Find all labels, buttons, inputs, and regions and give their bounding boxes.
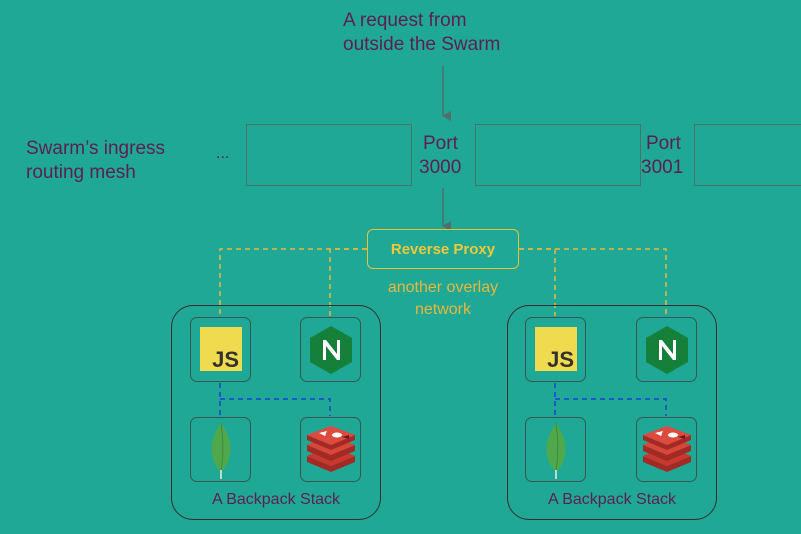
overlay-network-note: another overlay network <box>360 277 526 321</box>
ingress-slot-1 <box>246 124 412 186</box>
stack-2-label: A Backpack Stack <box>547 491 677 508</box>
reverse-proxy-box: Reverse Proxy <box>367 229 519 269</box>
ingress-label-line2: routing mesh <box>26 162 136 183</box>
redis-tile <box>636 417 697 482</box>
redis-icon <box>307 426 355 472</box>
nodejs-tile: JS <box>525 317 586 382</box>
port-3001-number: 3001 <box>641 157 684 178</box>
nginx-tile <box>636 317 697 382</box>
mongodb-icon <box>546 422 566 479</box>
redis-icon <box>643 426 691 472</box>
request-note-line2: outside the Swarm <box>343 34 501 55</box>
stack-network-lines <box>219 383 667 416</box>
backpack-stack-2 <box>507 305 717 520</box>
nodejs-icon: JS <box>535 327 577 371</box>
port-3000-number: 3000 <box>419 157 462 178</box>
nginx-icon <box>646 326 688 374</box>
ingress-slot-3 <box>694 124 801 186</box>
overlay-network-line1: another overlay <box>387 279 499 296</box>
port-3001-label: Port <box>646 133 681 154</box>
mongodb-icon <box>211 422 231 479</box>
port-3000-label: Port <box>423 133 458 154</box>
nginx-icon <box>310 326 352 374</box>
svg-text:JS: JS <box>547 347 574 371</box>
nodejs-tile: JS <box>190 317 251 382</box>
nginx-tile <box>300 317 361 382</box>
overlay-network-lines <box>219 248 667 316</box>
request-note-line1: A request from <box>343 10 467 31</box>
overlay-network-line2: network <box>414 301 472 318</box>
mongodb-tile <box>190 417 251 482</box>
nodejs-icon: JS <box>200 327 242 371</box>
ingress-slot-2 <box>475 124 641 186</box>
mongodb-tile <box>525 417 586 482</box>
redis-tile <box>300 417 361 482</box>
ingress-label-line1: Swarm’s ingress <box>26 138 166 159</box>
svg-text:JS: JS <box>212 347 239 371</box>
reverse-proxy-label: Reverse Proxy <box>390 240 496 258</box>
backpack-stack-1 <box>171 305 381 520</box>
ingress-ellipsis: ... <box>216 145 230 162</box>
stack-1-label: A Backpack Stack <box>211 491 341 508</box>
